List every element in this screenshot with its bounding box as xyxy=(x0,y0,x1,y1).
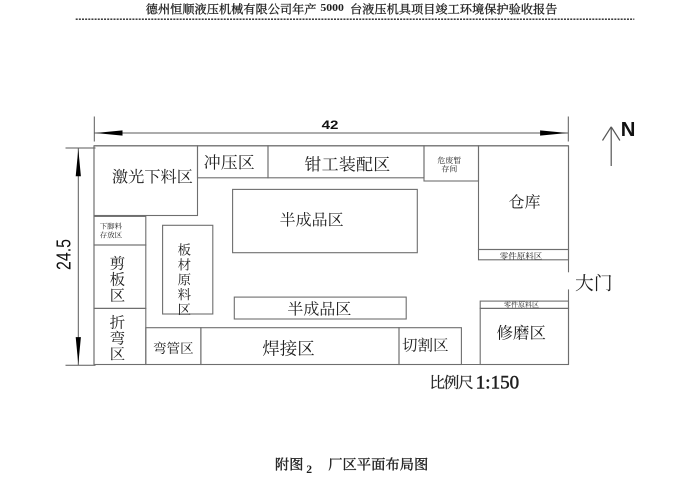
svg-text:5000: 5000 xyxy=(320,3,344,14)
svg-text:1:150: 1:150 xyxy=(476,372,519,393)
svg-text:2: 2 xyxy=(306,463,312,476)
svg-text:24.5: 24.5 xyxy=(52,239,75,270)
svg-text:42: 42 xyxy=(322,118,339,132)
svg-text:N: N xyxy=(621,119,636,141)
